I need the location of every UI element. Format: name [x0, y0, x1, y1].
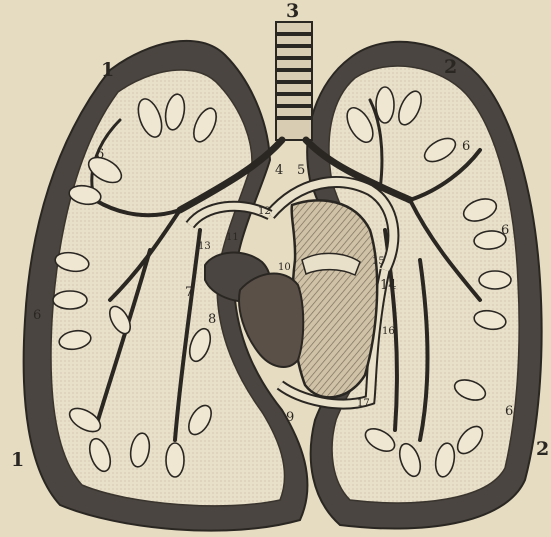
label-14: 14 — [380, 278, 397, 293]
label-2-right-bottom: 2 — [536, 438, 549, 460]
trachea — [276, 22, 312, 140]
label-9: 9 — [286, 410, 294, 425]
label-6-left-upper: 6 — [96, 147, 104, 162]
label-8: 8 — [208, 312, 216, 327]
label-6-right-upper: 6 — [462, 139, 470, 154]
label-6-left-lower: 6 — [33, 308, 41, 323]
label-7: 7 — [185, 285, 193, 300]
label-1-left-bottom: 1 — [11, 449, 24, 471]
label-6-right-mid: 6 — [501, 223, 509, 238]
label-2-right-top: 2 — [444, 56, 457, 78]
label-5: 5 — [297, 163, 305, 178]
label-12: 12 — [258, 206, 271, 217]
label-3: 3 — [286, 0, 299, 22]
label-13: 13 — [198, 241, 211, 252]
label-15: 15 — [372, 256, 385, 267]
label-6-right-lower: 6 — [505, 404, 513, 419]
label-17: 17 — [357, 398, 370, 409]
heart-left-chambers — [292, 200, 378, 397]
label-1-left-top: 1 — [101, 59, 114, 81]
label-10: 10 — [278, 262, 291, 273]
label-4: 4 — [275, 163, 283, 178]
label-16: 16 — [382, 326, 395, 337]
label-11: 11 — [226, 232, 239, 243]
